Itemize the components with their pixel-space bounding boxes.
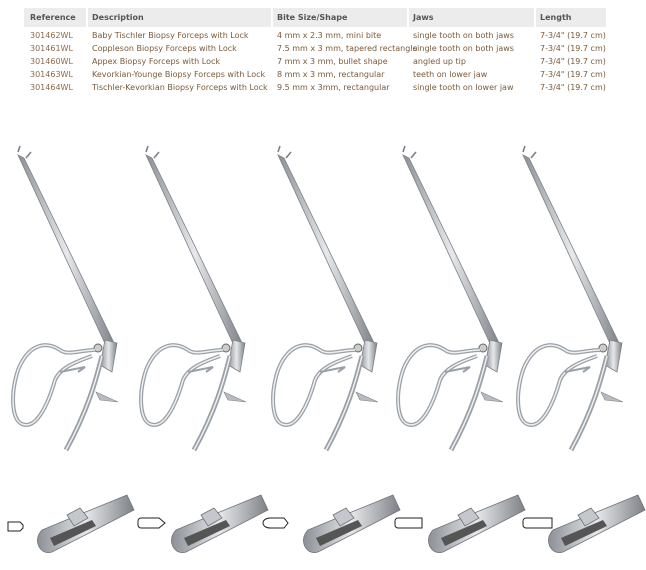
cell-reference: 301464WL <box>30 83 73 92</box>
cell-reference: 301463WL <box>30 70 73 79</box>
cell-jaws: single tooth on both jaws <box>413 44 514 53</box>
forceps-illustration <box>273 146 378 450</box>
cell-length: 7-3/4" (19.7 cm) <box>540 83 606 92</box>
bite-shape-icon <box>137 517 166 529</box>
jaw-tip-closeup <box>427 494 526 554</box>
product-table: Reference Description Bite Size/Shape Ja… <box>24 8 606 95</box>
table-row: 301464WL Tischler-Kevorkian Biopsy Forcep… <box>24 82 606 95</box>
cell-bite-size: 8 mm x 3 mm, rectangular <box>277 70 385 79</box>
cell-length: 7-3/4" (19.7 cm) <box>540 44 606 53</box>
cell-jaws: single tooth on both jaws <box>413 31 514 40</box>
table-row: 301460WL Appex Biopsy Forceps with Lock 7 … <box>24 56 606 69</box>
cell-bite-size: 9.5 mm x 3mm, rectangular <box>277 83 390 92</box>
forceps-illustration <box>141 146 246 450</box>
table-header: Reference Description Bite Size/Shape Ja… <box>24 8 606 27</box>
cell-bite-size: 4 mm x 2.3 mm, mini bite <box>277 31 382 40</box>
bite-shape-icon <box>394 517 423 529</box>
cell-reference: 301461WL <box>30 44 73 53</box>
cell-description: Baby Tischler Biopsy Forceps with Lock <box>92 31 249 40</box>
jaw-tip-closeup <box>170 494 269 554</box>
cell-bite-size: 7 mm x 3 mm, bullet shape <box>277 57 388 66</box>
cell-length: 7-3/4" (19.7 cm) <box>540 57 606 66</box>
jaw-tip-closeup <box>302 494 401 554</box>
cell-jaws: single tooth on lower jaw <box>413 83 514 92</box>
cell-description: Tischler-Kevorkian Biopsy Forceps with L… <box>92 83 268 92</box>
jaw-tip-closeup <box>36 494 135 554</box>
bite-shape-icon <box>7 521 24 532</box>
cell-description: Coppleson Biopsy Forceps with Lock <box>92 44 237 53</box>
table-row: 301462WL Baby Tischler Biopsy Forceps wit… <box>24 30 606 43</box>
table-row: 301463WL Kevorkian-Younge Biopsy Forceps … <box>24 69 606 82</box>
header-bite-size: Bite Size/Shape <box>277 13 348 22</box>
jaw-tip-closeup <box>547 494 646 554</box>
cell-jaws: angled up tip <box>413 57 466 66</box>
header-description: Description <box>92 13 144 22</box>
cell-reference: 301462WL <box>30 31 73 40</box>
forceps-illustration <box>398 146 503 450</box>
cell-jaws: teeth on lower jaw <box>413 70 488 79</box>
cell-description: Appex Biopsy Forceps with Lock <box>92 57 221 66</box>
cell-length: 7-3/4" (19.7 cm) <box>540 31 606 40</box>
cell-length: 7-3/4" (19.7 cm) <box>540 70 606 79</box>
forceps-illustration <box>13 146 118 450</box>
cell-bite-size: 7.5 mm x 3 mm, tapered rectangle <box>277 44 418 53</box>
table-row: 301461WL Coppleson Biopsy Forceps with Lo… <box>24 43 606 56</box>
header-reference: Reference <box>30 13 76 22</box>
cell-reference: 301460WL <box>30 57 73 66</box>
bite-shape-icon <box>262 517 289 529</box>
bite-shape-icon <box>522 517 553 529</box>
cell-description: Kevorkian-Younge Biopsy Forceps with Loc… <box>92 70 266 79</box>
forceps-illustration <box>518 146 623 450</box>
header-length: Length <box>540 13 572 22</box>
header-jaws: Jaws <box>413 13 434 22</box>
